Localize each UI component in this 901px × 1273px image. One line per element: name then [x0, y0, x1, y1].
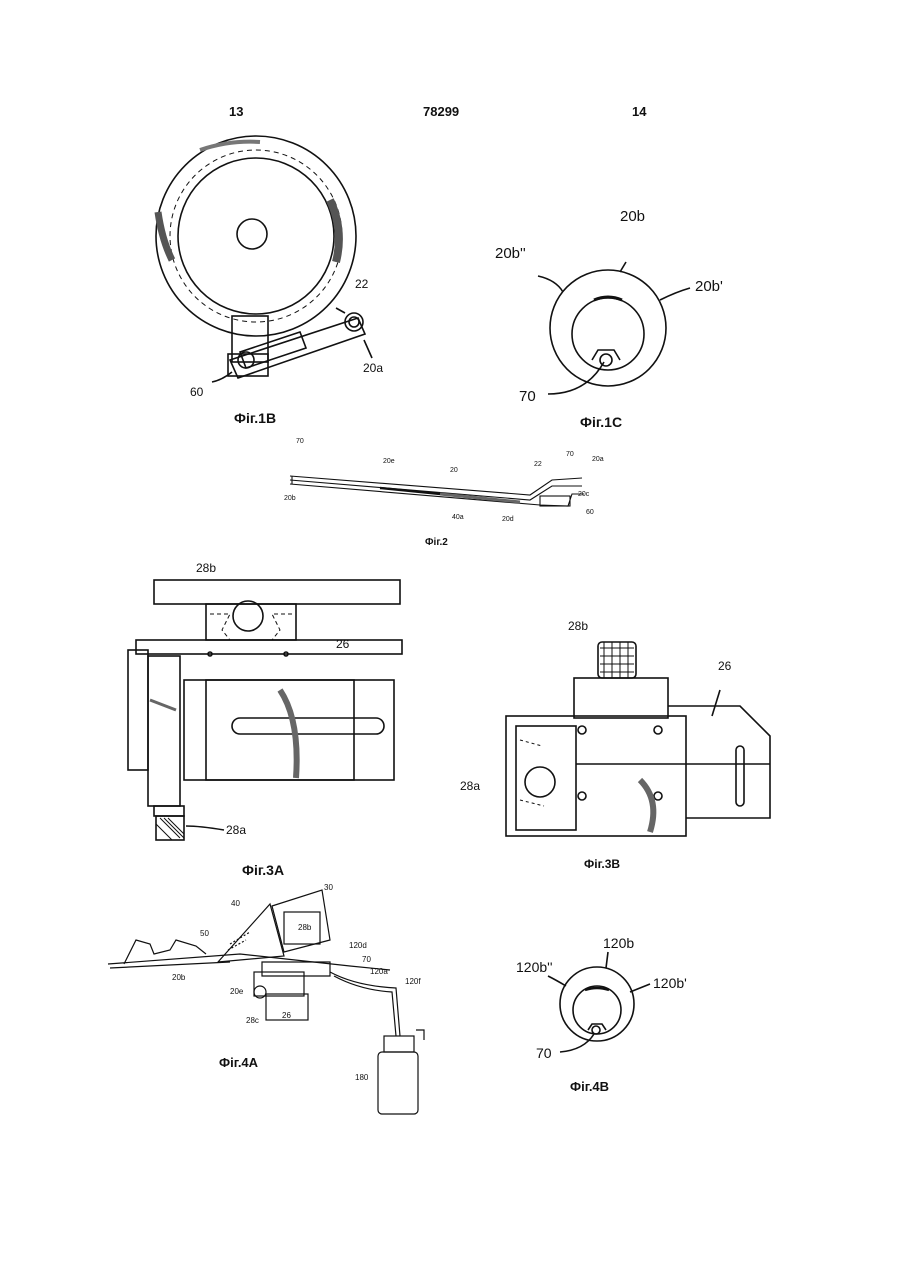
- fig3b-label-26: 26: [718, 659, 732, 673]
- fig1c-drawing: [538, 262, 690, 394]
- fig2-label-40a: 40a: [452, 514, 464, 521]
- fig4b-drawing: [548, 952, 650, 1052]
- fig2-label-60: 60: [586, 509, 594, 516]
- fig1b-label-22: 22: [355, 277, 369, 291]
- fig1c-caption: Фіг.1С: [580, 414, 622, 430]
- fig4a-label-120f: 120f: [405, 977, 421, 986]
- fig4a-label-70: 70: [362, 955, 371, 964]
- fig1b-caption: Фіг.1В: [234, 410, 276, 426]
- fig3a-label-28b: 28b: [196, 561, 216, 575]
- fig4b-caption: Фіг.4В: [570, 1079, 609, 1094]
- fig3b-label-28b: 28b: [568, 619, 588, 633]
- fig4a-label-28b: 28b: [298, 923, 312, 932]
- fig4a-label-50: 50: [200, 929, 209, 938]
- fig1c-label-70: 70: [519, 388, 536, 405]
- fig2-drawing: [290, 476, 584, 506]
- fig1c-label-20b: 20b: [620, 208, 645, 225]
- fig4a-label-20e: 20e: [230, 987, 244, 996]
- fig1b-label-60: 60: [190, 385, 204, 399]
- fig1b-drawing: [156, 136, 372, 382]
- fig2-label-70-left: 70: [296, 438, 304, 445]
- fig2-label-20b: 20b: [284, 495, 296, 502]
- fig3a-label-26: 26: [336, 637, 350, 651]
- fig4a-label-40: 40: [231, 899, 240, 908]
- fig4a-caption: Фіг.4А: [219, 1055, 258, 1070]
- fig2-label-20c: 20c: [578, 491, 590, 498]
- fig3a-drawing: [128, 580, 402, 840]
- fig3a-caption: Фіг.3А: [242, 862, 284, 878]
- fig4a-label-20b: 20b: [172, 973, 186, 982]
- fig4a-label-28c: 28c: [246, 1016, 259, 1025]
- fig4b-label-120b2: 120b'': [516, 959, 553, 975]
- fig2-label-20e: 20e: [383, 458, 395, 465]
- fig2-label-20: 20: [450, 467, 458, 474]
- fig4a-label-120a: 120a: [370, 967, 388, 976]
- fig4b-label-70: 70: [536, 1045, 552, 1061]
- fig2-label-20a: 20a: [592, 456, 604, 463]
- fig1c-label-20b2: 20b'': [495, 245, 526, 262]
- fig4b-label-120b: 120b: [603, 935, 634, 951]
- fig4b-label-120b1: 120b': [653, 975, 687, 991]
- fig1b-label-20a: 20a: [363, 361, 383, 375]
- fig1c-label-20b1: 20b': [695, 278, 723, 295]
- fig2-label-22: 22: [534, 461, 542, 468]
- fig3a-label-28a: 28a: [226, 823, 246, 837]
- fig2-label-70-right: 70: [566, 451, 574, 458]
- fig4a-label-180: 180: [355, 1073, 369, 1082]
- fig2-caption: Фіг.2: [425, 537, 448, 548]
- fig4a-label-120d: 120d: [349, 941, 367, 950]
- fig2-label-20d: 20d: [502, 516, 514, 523]
- fig4a-label-30: 30: [324, 883, 333, 892]
- fig3b-caption: Фіг.3В: [584, 857, 620, 871]
- fig4a-drawing: [108, 890, 424, 1114]
- fig3b-label-28a: 28a: [460, 779, 480, 793]
- fig4a-label-26: 26: [282, 1011, 291, 1020]
